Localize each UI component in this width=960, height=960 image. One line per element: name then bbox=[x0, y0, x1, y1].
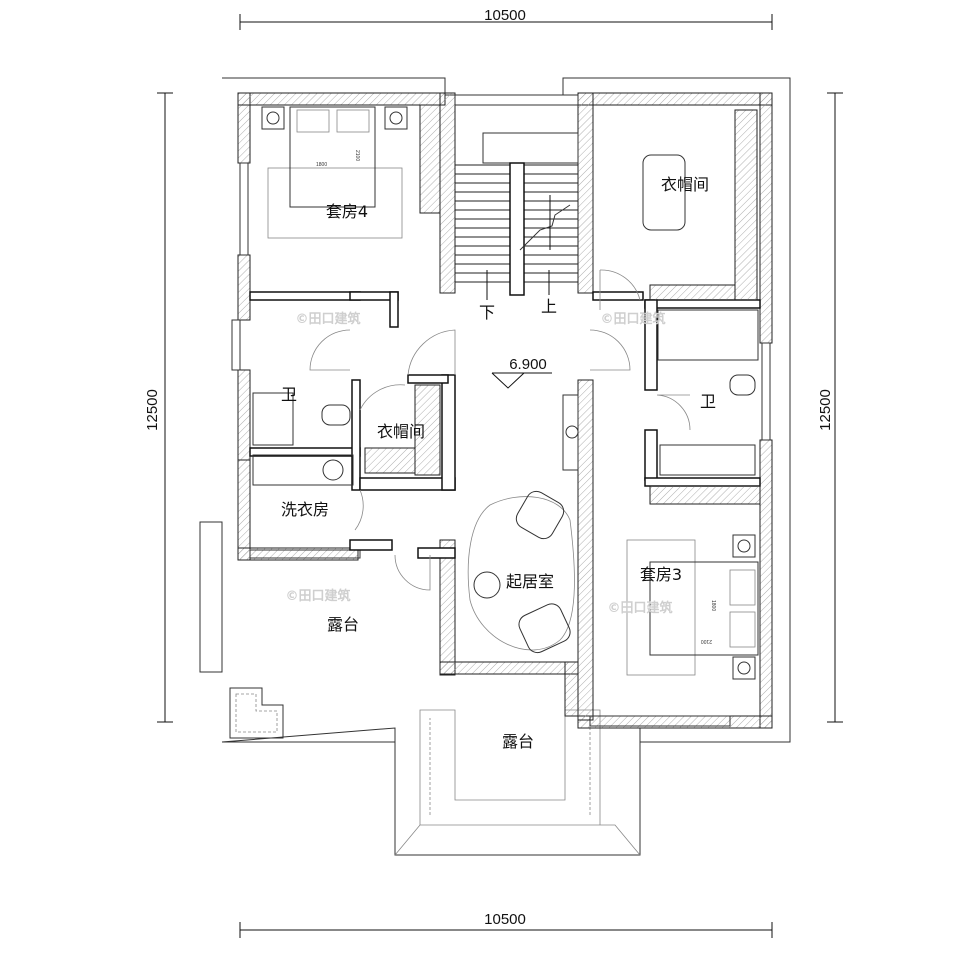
watermark: ©田口建筑 bbox=[285, 588, 350, 604]
stair-down-label: 下 bbox=[479, 303, 495, 322]
closet-island bbox=[642, 154, 686, 231]
room-label-closet-middle: 衣帽间 bbox=[377, 422, 425, 441]
dimension-right: 12500 bbox=[817, 92, 843, 723]
room-label-living: 起居室 bbox=[506, 572, 554, 591]
room-label-bath-right: 卫 bbox=[700, 392, 716, 411]
interior-walls bbox=[249, 291, 761, 559]
watermark: ©田口建筑 bbox=[607, 600, 672, 616]
dimension-left: 12500 bbox=[144, 92, 173, 723]
suite3-furniture: 1800 2100 bbox=[626, 534, 759, 680]
suite4-bed-length: 2100 bbox=[354, 150, 360, 161]
suite3-bed-width: 1800 bbox=[710, 600, 716, 611]
exterior-walls bbox=[237, 92, 773, 729]
stair-up-label: 上 bbox=[541, 297, 557, 316]
staircase: 下 上 bbox=[455, 132, 579, 322]
dimension-bottom-label: 10500 bbox=[484, 911, 526, 928]
suite3-bed-length: 2100 bbox=[701, 638, 712, 644]
room-label-terrace-bottom: 露台 bbox=[502, 732, 534, 751]
windows bbox=[231, 94, 771, 727]
room-label-closet-top-right: 衣帽间 bbox=[661, 175, 709, 194]
watermark: ©田口建筑 bbox=[295, 311, 360, 327]
suite4-bed-width: 1800 bbox=[316, 162, 327, 168]
elevation-marker: 6.900 bbox=[491, 356, 552, 389]
dimension-bottom: 10500 bbox=[239, 911, 773, 938]
room-label-suite4: 套房4 bbox=[326, 202, 368, 221]
doors bbox=[309, 269, 691, 591]
bottom-terrace bbox=[394, 709, 641, 856]
living-furniture bbox=[467, 394, 579, 654]
dimension-top: 10500 bbox=[239, 7, 773, 30]
corner-planter bbox=[229, 687, 284, 739]
room-label-terrace-left: 露台 bbox=[327, 615, 359, 634]
dimension-left-label: 12500 bbox=[144, 389, 161, 431]
bath-fixtures bbox=[252, 309, 759, 486]
room-label-suite3: 套房3 bbox=[640, 565, 682, 584]
room-label-laundry: 洗衣房 bbox=[281, 500, 329, 519]
dimension-right-label: 12500 bbox=[817, 389, 834, 431]
room-label-bath-left: 卫 bbox=[281, 385, 297, 404]
watermark: ©田口建筑 bbox=[600, 311, 665, 327]
wardrobes bbox=[364, 104, 761, 505]
side-balcony-ledge bbox=[199, 521, 223, 673]
suite4-furniture: 1800 2100 bbox=[261, 106, 408, 239]
elevation-label: 6.900 bbox=[509, 356, 547, 373]
dimension-top-label: 10500 bbox=[484, 7, 526, 24]
